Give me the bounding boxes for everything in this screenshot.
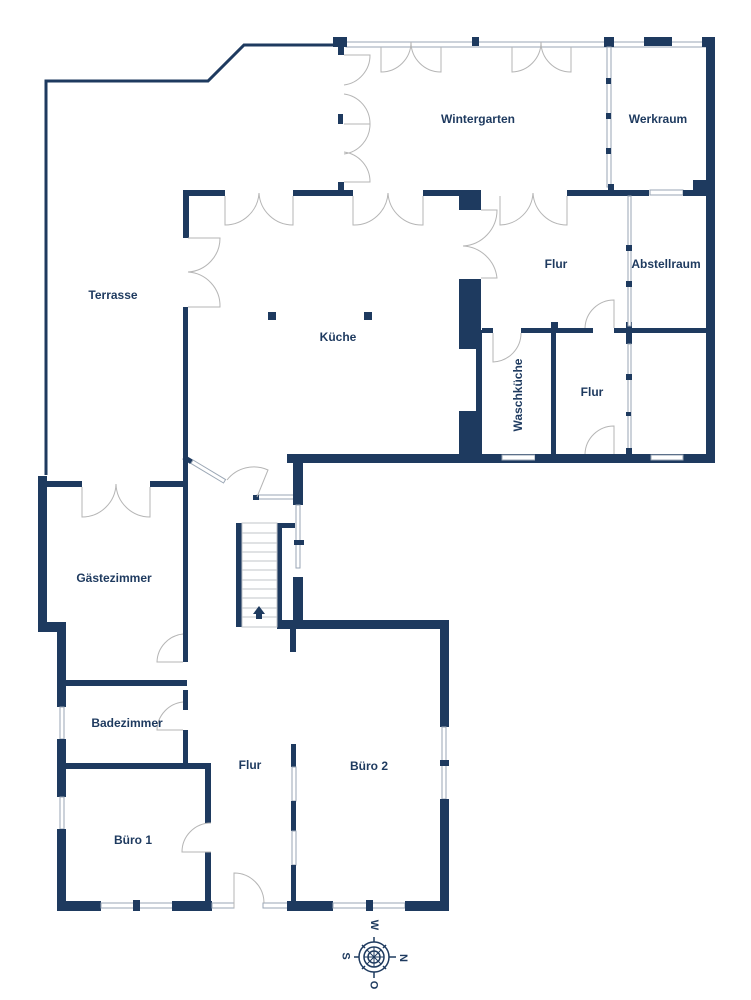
room-label-kueche: Küche [319,330,357,344]
arrow-up-icon [253,606,265,619]
compass-north: N [396,954,409,962]
compass-west: W [368,919,381,931]
room-label-abstellraum: Abstellraum [631,257,701,271]
room-label-badezimmer: Badezimmer [91,716,163,730]
west-rooms-walls [38,454,211,910]
south-walls [57,620,449,911]
hall-walls [182,454,447,652]
room-label-flur-east-lower: Flur [580,385,604,399]
compass-south: S [339,952,352,960]
kitchen-walls [183,190,715,502]
room-label-flur-main: Flur [238,758,262,772]
kitchen-doors [187,209,498,308]
room-label-gaestezimmer: Gästezimmer [76,571,152,585]
wintergarten-doors [224,41,572,226]
room-label-wintergarten: Wintergarten [441,112,515,126]
room-label-waschkueche: Waschküche [511,358,525,432]
compass-east: O [367,980,380,990]
compass-icon [354,937,396,978]
staircase [241,522,278,628]
room-label-flur-east-upper: Flur [544,257,568,271]
west-rooms-doors [81,483,212,853]
room-label-terrasse: Terrasse [88,288,138,302]
east-wing-walls [482,195,706,463]
compass-rose: W S N O [340,915,412,995]
room-label-buero-2: Büro 2 [349,759,389,773]
room-label-werkraum: Werkraum [628,112,688,126]
east-wing-doors [492,299,615,455]
room-label-buero-1: Büro 1 [113,833,153,847]
terrace-outline [44,43,336,475]
wintergarten-walls [183,37,715,462]
